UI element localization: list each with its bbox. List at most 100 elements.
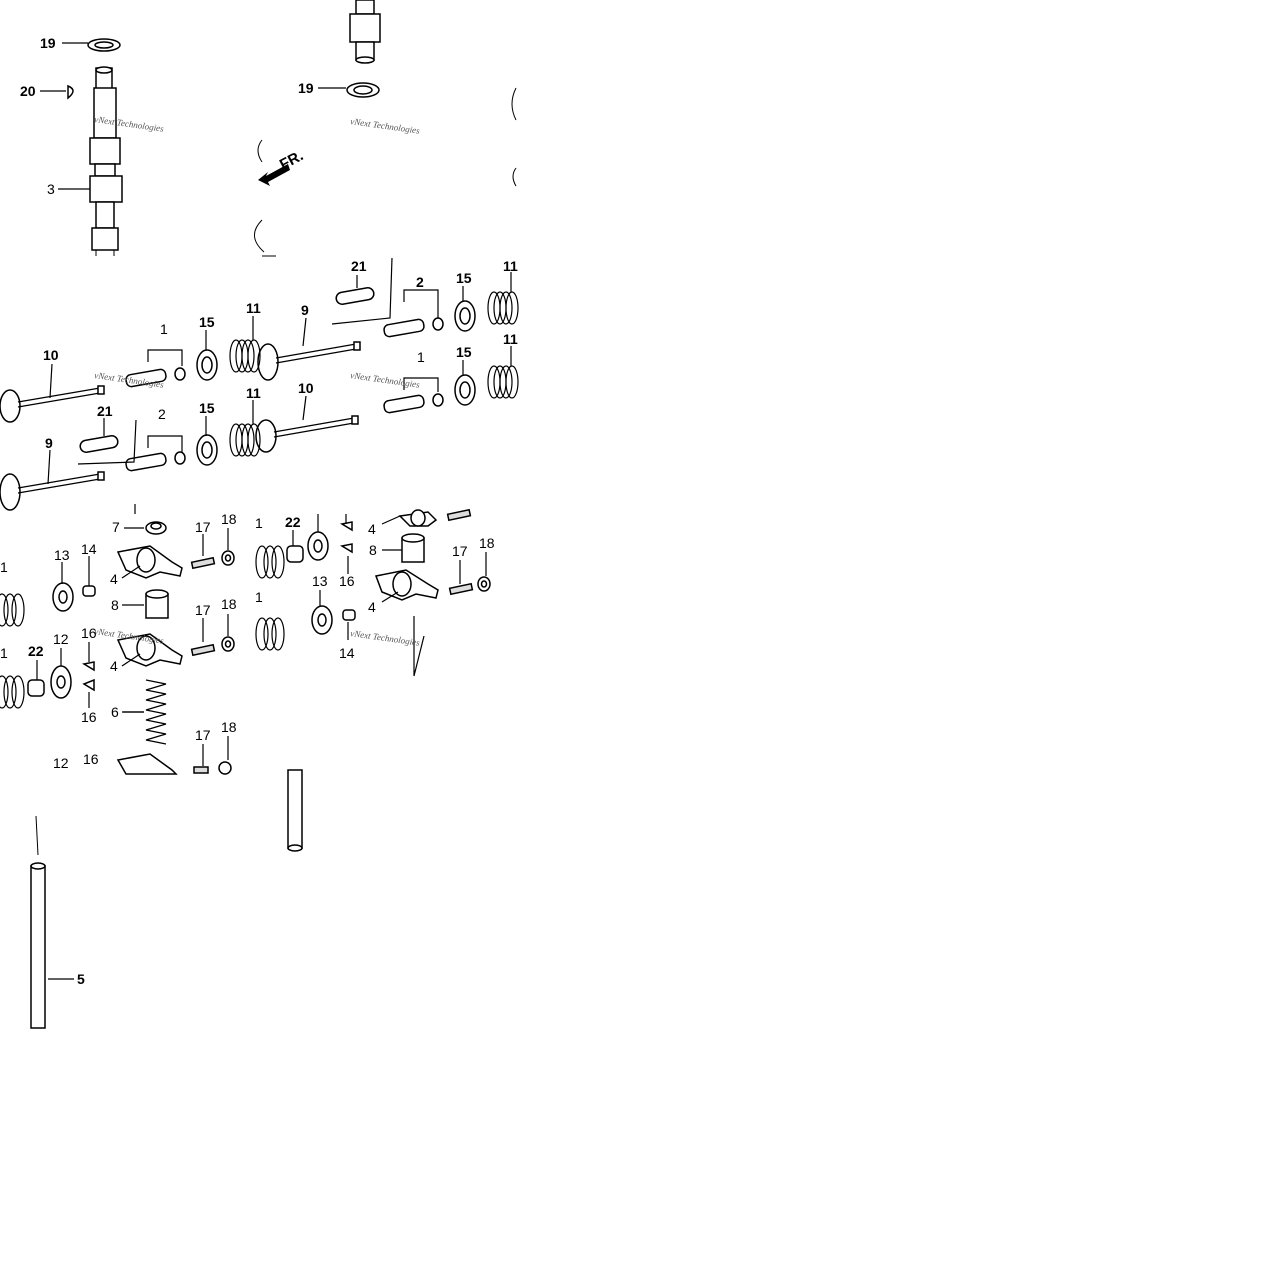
valve-spring-11-d bbox=[487, 365, 519, 399]
callout-4: 4 bbox=[110, 658, 118, 674]
screw-17-b bbox=[190, 643, 216, 657]
valve-guide-1-upper bbox=[125, 367, 186, 388]
spring-seat-15-b bbox=[196, 434, 218, 466]
callout-20: 20 bbox=[20, 83, 36, 99]
callout-13: 13 bbox=[54, 547, 70, 563]
keeper-16-d bbox=[339, 521, 353, 532]
nut-18-a bbox=[221, 550, 235, 566]
callout-18: 18 bbox=[221, 511, 237, 527]
retainer-13-b bbox=[311, 605, 333, 635]
part-number-labels: 19 20 3 19 21 2 15 11 1 15 11 9 10 1 15 … bbox=[0, 35, 518, 987]
nut-18-b bbox=[221, 636, 235, 652]
rocker-arm-4-c bbox=[116, 753, 178, 775]
front-direction-arrow: FR. bbox=[258, 147, 306, 186]
callout-14: 14 bbox=[339, 645, 355, 661]
washer-19-right bbox=[346, 82, 380, 98]
nut-18-c bbox=[218, 761, 232, 775]
callout-12: 12 bbox=[53, 631, 69, 647]
stem-seal-22-b bbox=[286, 545, 304, 563]
valve-spring-left-1 bbox=[0, 593, 25, 627]
camshaft-left bbox=[89, 66, 123, 256]
callout-19: 19 bbox=[40, 35, 56, 51]
spring-retainers bbox=[27, 521, 356, 699]
callout-8: 8 bbox=[369, 542, 377, 558]
callout-16: 16 bbox=[83, 751, 99, 767]
callout-11: 11 bbox=[246, 385, 261, 401]
valve-9-lower bbox=[0, 471, 105, 511]
callout-11: 11 bbox=[503, 331, 518, 347]
valve-spring-11-b bbox=[229, 423, 261, 457]
rocker-arm-4-e bbox=[398, 509, 438, 527]
watermark-text: vNext Technologies bbox=[350, 370, 421, 390]
callout-9: 9 bbox=[301, 302, 309, 318]
callout-21: 21 bbox=[97, 403, 113, 419]
valve-guide-21-upper bbox=[335, 286, 375, 306]
callout-17: 17 bbox=[452, 543, 468, 559]
rocker-spring-6 bbox=[145, 679, 167, 745]
callout-4: 4 bbox=[368, 599, 376, 615]
callout-3: 3 bbox=[47, 181, 55, 197]
spring-seat-15-c bbox=[454, 300, 476, 332]
callout-7: 7 bbox=[112, 519, 120, 535]
callout-4: 4 bbox=[110, 571, 118, 587]
nut-18-d bbox=[477, 576, 491, 592]
callout-11: 11 bbox=[503, 258, 518, 274]
leader-lines bbox=[36, 42, 512, 980]
valve-spring-11-group bbox=[0, 291, 519, 709]
screw-17-e bbox=[446, 508, 472, 522]
callout-13: 13 bbox=[312, 573, 328, 589]
watermark-text: vNext Technologies bbox=[350, 628, 421, 648]
callout-2: 2 bbox=[158, 406, 166, 422]
callout-22: 22 bbox=[28, 643, 44, 659]
valve-spring-mid-2 bbox=[255, 617, 285, 651]
callout-16: 16 bbox=[339, 573, 355, 589]
screw-17-d bbox=[448, 582, 474, 596]
seal-7 bbox=[145, 521, 167, 535]
valve-spring-11-c bbox=[487, 291, 519, 325]
keeper-16-c bbox=[339, 543, 353, 554]
callout-18: 18 bbox=[479, 535, 495, 551]
callout-9: 9 bbox=[45, 435, 53, 451]
keeper-16-a bbox=[81, 661, 95, 672]
callout-1: 1 bbox=[0, 645, 8, 661]
callout-16: 16 bbox=[81, 625, 97, 641]
retainer-12-b bbox=[307, 531, 329, 561]
watermark-text: vNext Technologies bbox=[350, 116, 421, 136]
rocker-arm-4-a bbox=[116, 545, 183, 579]
seal-14-b bbox=[342, 609, 356, 621]
callout-1: 1 bbox=[417, 349, 425, 365]
push-rod-5 bbox=[30, 815, 46, 1029]
valve-guide-1-right bbox=[383, 393, 444, 414]
callout-17: 17 bbox=[195, 727, 211, 743]
callout-2: 2 bbox=[416, 274, 424, 290]
spring-seat-15-a bbox=[196, 349, 218, 381]
stem-seal-22-a bbox=[27, 679, 45, 697]
valve-10-right bbox=[255, 415, 359, 453]
callout-15: 15 bbox=[199, 314, 215, 330]
valve-spring-left-2 bbox=[0, 675, 25, 709]
retainer-13-a bbox=[52, 582, 74, 612]
bushing-8-b bbox=[401, 533, 425, 563]
callout-4: 4 bbox=[368, 521, 376, 537]
callout-17: 17 bbox=[195, 602, 211, 618]
valve-spring-11-a bbox=[229, 339, 261, 373]
callout-17: 17 bbox=[195, 519, 211, 535]
callout-16: 16 bbox=[81, 709, 97, 725]
seal-14-a bbox=[82, 585, 96, 597]
key-20 bbox=[67, 84, 74, 100]
keeper-16-b bbox=[82, 678, 95, 692]
callout-21: 21 bbox=[351, 258, 367, 274]
valve-10-left bbox=[0, 385, 105, 423]
adjusting-screws bbox=[190, 508, 491, 775]
callout-15: 15 bbox=[456, 344, 472, 360]
callout-15: 15 bbox=[456, 270, 472, 286]
callout-1: 1 bbox=[255, 515, 263, 531]
callout-11: 11 bbox=[246, 300, 261, 316]
screw-17-a bbox=[190, 556, 216, 570]
callout-8: 8 bbox=[111, 597, 119, 613]
callout-1: 1 bbox=[0, 559, 8, 575]
rocker-arm-group bbox=[116, 509, 439, 775]
valve-guide-2-lower bbox=[125, 451, 186, 472]
callout-1: 1 bbox=[255, 589, 263, 605]
